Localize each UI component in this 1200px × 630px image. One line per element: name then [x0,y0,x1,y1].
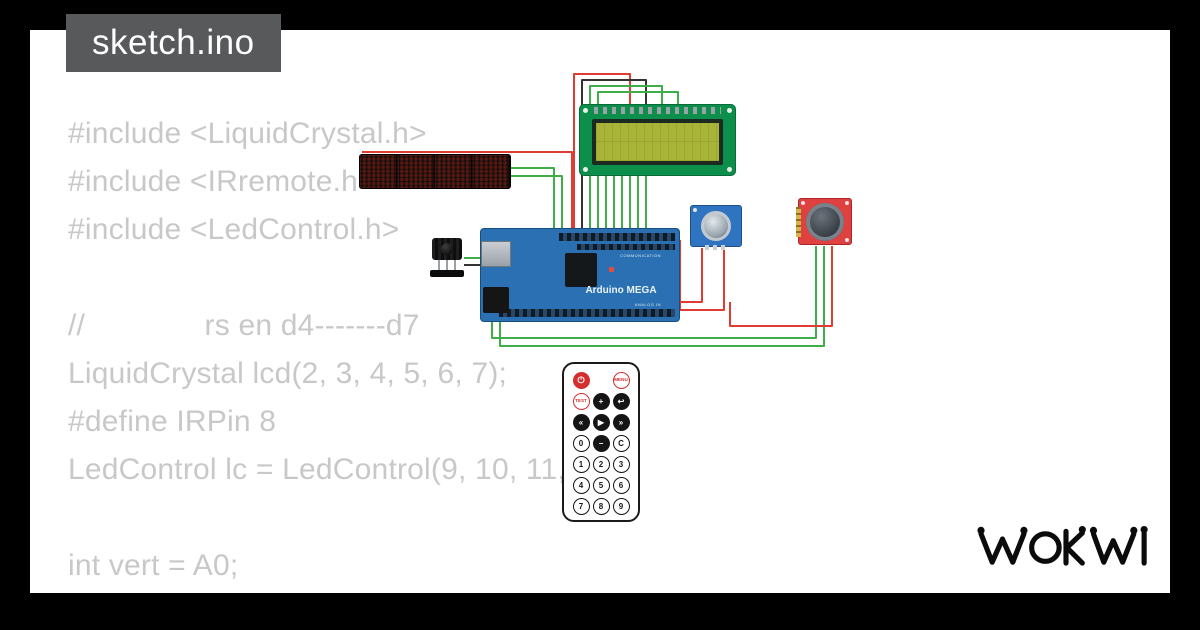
mounting-hole [693,208,697,212]
mounting-hole [801,201,805,205]
code-line [68,494,610,542]
ir-receiver-leg [454,260,456,270]
code-block: #include <LiquidCrystal.h> #include <IRre… [68,110,610,593]
remote-button-minus: − [592,435,610,452]
pin-header [577,244,675,250]
remote-button-prev: « [572,414,590,431]
filename-tab: sketch.ino [66,14,281,72]
lcd-screen [592,119,723,165]
code-line: LedControl lc = LedControl(9, 10, 11, 1)… [68,453,611,486]
led-matrix-display [360,155,510,188]
mounting-hole [583,108,588,113]
ir-receiver-leg [446,260,448,270]
ir-receiver-leg [438,260,440,270]
pin-header [559,233,675,241]
analog-in-label: ANALOG IN [634,302,661,307]
remote-button-zero: 0 [572,435,590,452]
communication-label: COMMUNICATION [620,253,661,258]
code-line: LiquidCrystal lcd(2, 3, 4, 5, 6, 7); [68,357,508,390]
joystick-cap [806,202,844,241]
remote-button-six: 6 [612,477,630,494]
mounting-hole [845,201,849,205]
code-line: int horz = A1; [68,590,610,593]
ir-receiver-dome [441,243,453,255]
remote-button-nine: 9 [612,498,630,515]
remote-button-plus: + [592,393,610,410]
remote-button-one: 1 [572,456,590,473]
remote-button-next: » [612,414,630,431]
mounting-hole [727,167,732,172]
remote-button-four: 4 [572,477,590,494]
pin-header [499,309,675,317]
usb-connector [481,241,511,267]
mounting-hole [845,238,849,242]
mcu-chip [565,253,597,287]
mounting-hole [727,108,732,113]
joystick-module [796,198,852,245]
remote-button-back: ↩ [612,393,630,410]
remote-button-menu: MENU [612,372,630,389]
board-label: Arduino MEGA [585,285,657,296]
remote-button-c: C [612,435,630,452]
power-led [609,267,614,272]
mounting-hole [583,167,588,172]
code-line: // rs en d4-------d7 [68,309,420,342]
canvas: #include <LiquidCrystal.h> #include <IRre… [30,30,1170,593]
remote-button-three: 3 [612,456,630,473]
remote-button-seven: 7 [572,498,590,515]
potentiometer-module [690,205,742,250]
code-line: #include <IRremote.h> [68,165,376,198]
lcd-pin-header [594,107,721,114]
remote-button-two: 2 [592,456,610,473]
potentiometer-pins [705,245,729,250]
code-line: #define IRPin 8 [68,405,277,438]
code-line: int vert = A0; [68,549,239,582]
lcd1602-display [580,105,735,175]
remote-button-five: 5 [592,477,610,494]
remote-button-power: ⏻ [572,372,590,389]
ir-receiver-base [430,270,464,277]
code-line: #include <LiquidCrystal.h> [68,117,427,150]
arduino-mega-board: Arduino MEGA COMMUNICATION ANALOG IN [480,228,680,322]
wokwi-logo: WOKWI [977,525,1148,566]
remote-button-eight: 8 [592,498,610,515]
power-jack [483,287,509,313]
remote-button-play: ▶ [592,414,610,431]
potentiometer-knob [701,211,731,241]
ir-receiver [430,238,464,278]
joystick-pins [796,207,801,237]
remote-button-test: TEST [572,393,590,410]
